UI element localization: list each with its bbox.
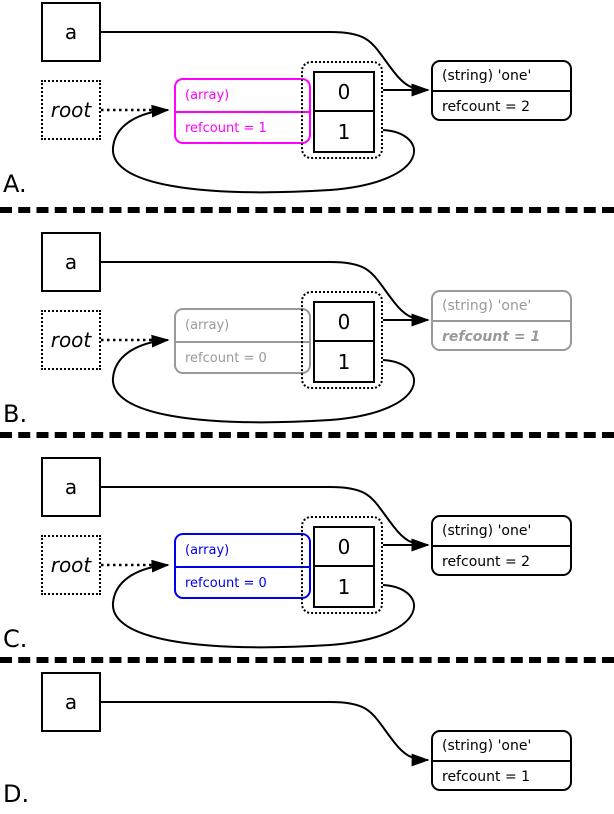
string-zval-box[interactable]: (string) 'one' refcount = 2 xyxy=(431,515,572,576)
panel-C: a root (array) refcount = 0 0 1 (string)… xyxy=(0,435,614,660)
array-cell-index-label: 1 xyxy=(337,349,351,374)
string-type-label: (string) 'one' xyxy=(442,298,532,314)
root-label: root xyxy=(50,553,92,577)
string-type-row: (string) 'one' xyxy=(433,62,570,92)
array-refcount-row: refcount = 0 xyxy=(176,343,309,372)
array-zval-box[interactable]: (array) refcount = 0 xyxy=(174,308,311,374)
array-cells-group: 0 1 xyxy=(301,516,383,614)
root-label: root xyxy=(50,98,92,122)
panel-separator-3 xyxy=(0,657,614,663)
array-type-label: (array) xyxy=(185,543,230,558)
panel-label-a: A. xyxy=(3,170,27,198)
panel-label-b: B. xyxy=(3,400,27,428)
variable-box-a[interactable]: a xyxy=(41,232,101,292)
string-zval-box[interactable]: (string) 'one' refcount = 1 xyxy=(431,290,572,351)
string-refcount-label: refcount = 1 xyxy=(442,328,541,345)
string-refcount-label: refcount = 2 xyxy=(442,553,531,570)
panel-label-c: C. xyxy=(3,625,27,653)
panel-B: a root (array) refcount = 0 0 1 (string)… xyxy=(0,210,614,435)
array-cells-group: 0 1 xyxy=(301,291,383,389)
variable-box-a[interactable]: a xyxy=(41,672,101,732)
panel-D: a (string) 'one' refcount = 1 D. xyxy=(0,660,614,814)
panel-A: a root (array) refcount = 1 0 1 (string)… xyxy=(0,0,614,210)
panel-separator-2 xyxy=(0,432,614,438)
array-type-row: (array) xyxy=(176,80,309,113)
string-refcount-row: refcount = 1 xyxy=(433,762,570,789)
string-zval-box[interactable]: (string) 'one' refcount = 2 xyxy=(431,60,572,121)
array-cell-index-label: 0 xyxy=(337,79,351,104)
string-type-label: (string) 'one' xyxy=(442,523,532,539)
variable-label: a xyxy=(64,250,78,274)
string-refcount-row: refcount = 2 xyxy=(433,547,570,574)
panel-label-text: D. xyxy=(3,780,30,808)
array-cells-group: 0 1 xyxy=(301,61,383,159)
array-cells: 0 1 xyxy=(313,71,375,153)
string-refcount-row: refcount = 2 xyxy=(433,92,570,119)
string-type-row: (string) 'one' xyxy=(433,292,570,322)
array-refcount-label: refcount = 0 xyxy=(185,351,267,366)
array-refcount-row: refcount = 1 xyxy=(176,113,309,142)
string-type-row: (string) 'one' xyxy=(433,517,570,547)
panel-label-d: D. xyxy=(3,780,29,808)
array-cell-index-label: 1 xyxy=(337,574,351,599)
array-refcount-label: refcount = 0 xyxy=(185,576,267,591)
string-type-label: (string) 'one' xyxy=(442,738,532,754)
array-cells: 0 1 xyxy=(313,301,375,383)
array-cell-1[interactable]: 1 xyxy=(315,342,373,381)
array-cells: 0 1 xyxy=(313,526,375,608)
panel-label-text: C. xyxy=(3,625,28,653)
root-box[interactable]: root xyxy=(41,80,101,140)
string-type-label: (string) 'one' xyxy=(442,68,532,84)
root-box[interactable]: root xyxy=(41,535,101,595)
root-label: root xyxy=(50,328,92,352)
variable-label: a xyxy=(64,475,78,499)
array-zval-box[interactable]: (array) refcount = 0 xyxy=(174,533,311,599)
array-cell-1[interactable]: 1 xyxy=(315,112,373,151)
array-cell-index-label: 0 xyxy=(337,534,351,559)
array-refcount-row: refcount = 0 xyxy=(176,568,309,597)
array-type-row: (array) xyxy=(176,535,309,568)
string-refcount-row: refcount = 1 xyxy=(433,322,570,349)
panel-label-text: A. xyxy=(3,170,27,198)
string-refcount-label: refcount = 2 xyxy=(442,98,531,115)
root-box[interactable]: root xyxy=(41,310,101,370)
panel-label-text: B. xyxy=(3,400,28,428)
variable-box-a[interactable]: a xyxy=(41,2,101,62)
variable-label: a xyxy=(64,20,78,44)
array-cell-0[interactable]: 0 xyxy=(315,303,373,342)
array-type-row: (array) xyxy=(176,310,309,343)
array-type-label: (array) xyxy=(185,88,230,103)
variable-box-a[interactable]: a xyxy=(41,457,101,517)
string-type-row: (string) 'one' xyxy=(433,732,570,762)
array-type-label: (array) xyxy=(185,318,230,333)
array-cell-index-label: 0 xyxy=(337,309,351,334)
variable-label: a xyxy=(64,690,78,714)
string-zval-box[interactable]: (string) 'one' refcount = 1 xyxy=(431,730,572,791)
array-cell-index-label: 1 xyxy=(337,119,351,144)
array-cell-1[interactable]: 1 xyxy=(315,567,373,606)
string-refcount-label: refcount = 1 xyxy=(442,768,531,785)
array-cell-0[interactable]: 0 xyxy=(315,528,373,567)
panel-separator-1 xyxy=(0,207,614,213)
array-zval-box[interactable]: (array) refcount = 1 xyxy=(174,78,311,144)
array-cell-0[interactable]: 0 xyxy=(315,73,373,112)
array-refcount-label: refcount = 1 xyxy=(185,121,267,136)
